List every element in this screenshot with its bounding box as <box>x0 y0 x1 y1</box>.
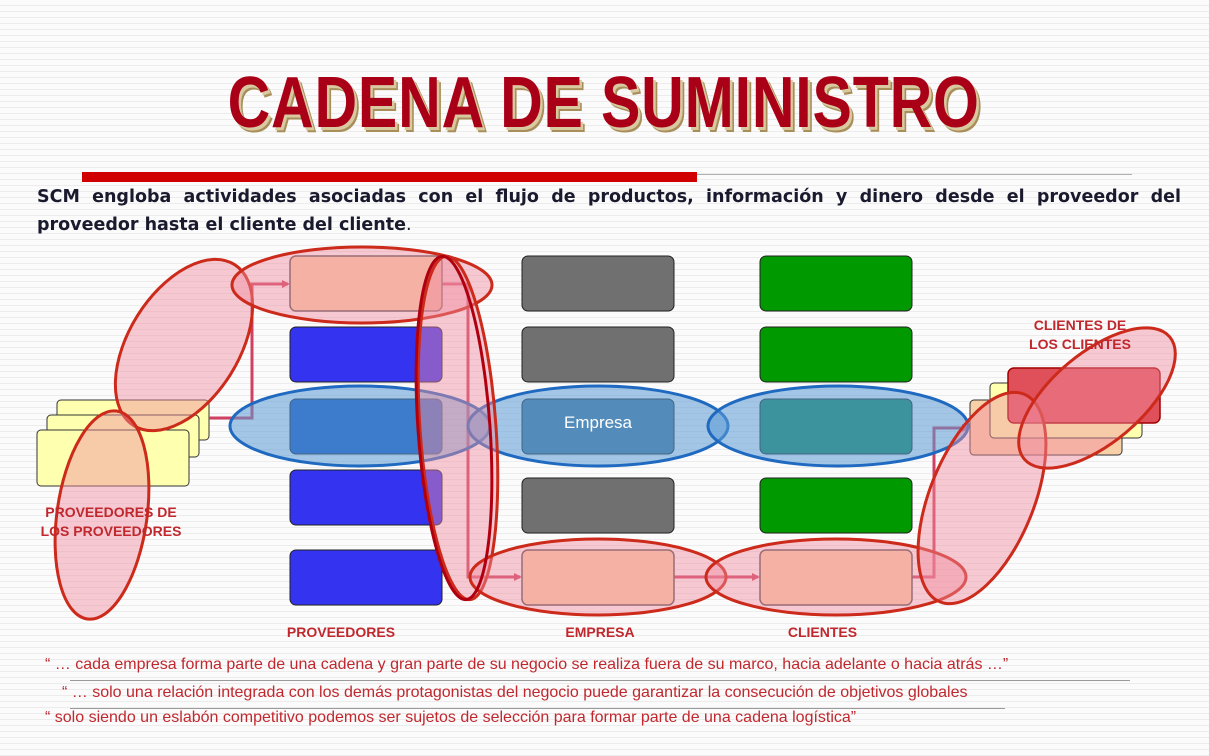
client-box-1 <box>759 255 913 312</box>
supplier-box-1 <box>289 255 443 312</box>
quote-1: “ … cada empresa forma parte de una cade… <box>45 656 1009 673</box>
chain-link-ellipses <box>53 245 1177 621</box>
clients-of-clients-label: CLIENTES DE LOS CLIENTES <box>1004 316 1156 354</box>
company-box-2 <box>521 326 675 383</box>
pink-ellipse-8 <box>1017 326 1177 470</box>
pink-ellipse-5 <box>468 537 728 617</box>
supplier-box-5 <box>289 549 443 606</box>
title-underline-bar <box>82 172 697 182</box>
company-box-5 <box>521 549 675 606</box>
supplier-box-2 <box>289 326 443 383</box>
company-column-label: EMPRESA <box>565 624 635 640</box>
company-box-4 <box>521 477 675 534</box>
blue-ellipse-clients <box>706 384 970 468</box>
suppliers-of-suppliers-label: PROVEEDORES DE LOS PROVEEDORES <box>36 503 186 541</box>
intro-period: . <box>405 215 412 235</box>
company-horizontal-ellipses <box>228 384 970 468</box>
suppliers-of-suppliers-stack <box>36 399 210 487</box>
pink-ellipse-6 <box>704 537 968 617</box>
intro-paragraph: SCM engloba actividades asociadas con el… <box>37 183 1181 239</box>
pink-ellipse-3 <box>230 245 494 325</box>
clients-of-clients-line2: LOS CLIENTES <box>1029 336 1131 352</box>
clients-of-clients-line1: CLIENTES DE <box>1033 317 1127 333</box>
page-title: CADENA DE SUMINISTRO <box>227 63 980 143</box>
title-underline-thin <box>697 174 1132 175</box>
quote-divider-2 <box>70 708 1005 709</box>
pink-ellipse-1 <box>113 257 255 433</box>
client-box-5 <box>759 549 913 606</box>
quote-divider-1 <box>70 680 1130 681</box>
client-box-2 <box>759 326 913 383</box>
clients-column-label: CLIENTES <box>787 624 858 640</box>
supplier-box-4 <box>289 469 443 526</box>
quote-3: “ solo siendo un eslabón competitivo pod… <box>45 709 857 726</box>
intro-text: SCM engloba actividades asociadas con el… <box>37 187 1181 235</box>
empresa-box-label: Empresa <box>563 413 633 432</box>
suppliers-column-label: PROVEEDORES <box>286 624 396 640</box>
pink-ellipse-2 <box>53 409 151 621</box>
pink-ellipse-7 <box>916 390 1048 606</box>
client-box-4 <box>759 477 913 534</box>
dark-red-chain-ellipse <box>414 254 494 602</box>
quote-2: “ … solo una relación integrada con los … <box>62 684 968 701</box>
suppliers-of-suppliers-line2: LOS PROVEEDORES <box>40 523 182 539</box>
company-box-1 <box>521 255 675 312</box>
suppliers-of-suppliers-line1: PROVEEDORES DE <box>45 504 177 520</box>
